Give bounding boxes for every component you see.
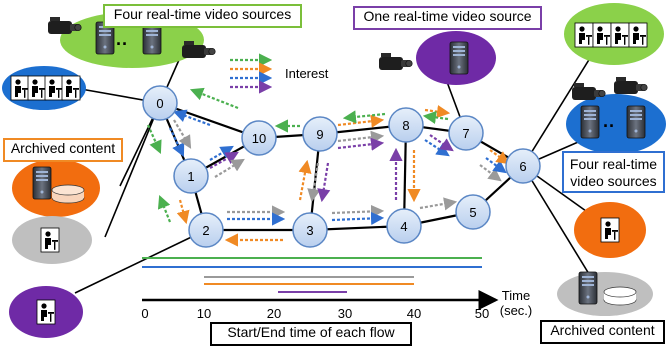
- time-axis-ticks: 0 10 20 30 40 50: [141, 306, 489, 321]
- node-9[interactable]: 9: [302, 116, 338, 152]
- node-10[interactable]: 10: [241, 120, 277, 156]
- callout-four-sources-right: Four real-time video sources: [562, 151, 665, 193]
- node-label: 2: [202, 223, 209, 238]
- cluster-one-source: [378, 31, 496, 85]
- callout-four-sources-left: Four real-time video sources: [103, 4, 302, 28]
- cluster-archive-right: [557, 271, 653, 316]
- video-camera-icon: [378, 52, 413, 71]
- legend-interest-label: Interest: [285, 66, 329, 81]
- node-8[interactable]: 8: [388, 107, 424, 143]
- svg-text:··: ··: [603, 116, 615, 136]
- callout-four-sources-right-line1: Four real-time: [569, 156, 658, 172]
- cluster-right-cameras: ··: [566, 76, 666, 154]
- node-label: 6: [519, 159, 526, 174]
- callout-archived-left: Archived content: [3, 138, 123, 162]
- callout-four-sources-right-line2: video sources: [570, 173, 657, 189]
- node-4[interactable]: 4: [386, 208, 422, 244]
- node-6[interactable]: 6: [505, 148, 541, 184]
- cluster-left-users: [2, 66, 86, 110]
- tick-label: 40: [407, 306, 421, 321]
- tick-label: 10: [197, 306, 211, 321]
- node-0[interactable]: 0: [142, 85, 178, 121]
- cluster-right-orange-user: [574, 202, 646, 258]
- node-label: 0: [156, 96, 163, 111]
- tick-label: 30: [338, 306, 352, 321]
- node-label: 5: [469, 205, 476, 220]
- node-label: 7: [462, 126, 469, 141]
- callout-one-source: One real-time video source: [353, 6, 542, 30]
- cluster-archive-left: [12, 159, 100, 217]
- cluster-gray-user: [12, 216, 92, 264]
- node-5[interactable]: 5: [455, 194, 491, 230]
- network-nodes: 0 1 2 10 9 3 8 4: [142, 85, 541, 248]
- timeline-caption: Start/End time of each flow: [210, 322, 412, 346]
- node-1[interactable]: 1: [173, 158, 209, 194]
- node-label: 9: [316, 127, 323, 142]
- tick-label: 0: [141, 306, 148, 321]
- callout-archived-right: Archived content: [540, 320, 665, 344]
- tick-label: 50: [475, 306, 489, 321]
- node-label: 3: [306, 223, 313, 238]
- node-3[interactable]: 3: [292, 212, 328, 248]
- cluster-purple-user: [9, 286, 83, 338]
- svg-text:··: ··: [116, 34, 128, 54]
- node-label: 8: [402, 118, 409, 133]
- flow-time-bars: [142, 257, 482, 293]
- node-label: 4: [400, 219, 407, 234]
- node-7[interactable]: 7: [448, 115, 484, 151]
- cluster-right-users: [564, 3, 664, 65]
- node-2[interactable]: 2: [188, 212, 224, 248]
- video-camera-icon: [613, 76, 648, 95]
- node-label: 1: [187, 169, 194, 184]
- node-label: 10: [252, 131, 266, 146]
- flow-arrows: [146, 53, 510, 247]
- time-axis-label: Time: [502, 288, 530, 303]
- tick-label: 20: [267, 306, 281, 321]
- time-axis-unit: (sec.): [500, 303, 533, 318]
